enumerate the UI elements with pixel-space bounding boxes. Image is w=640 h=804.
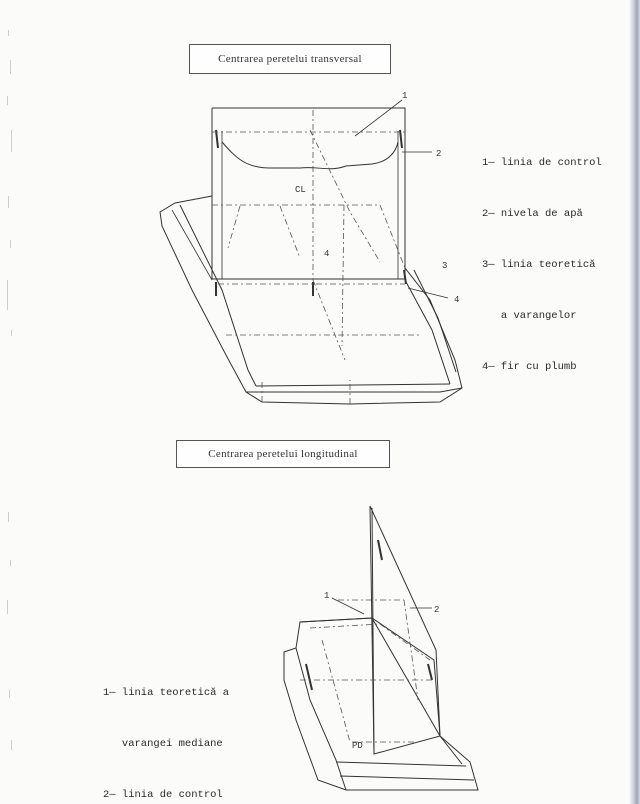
figure1-callout-4-center: 4 (324, 249, 329, 259)
figure1-callout-4: 4 (454, 295, 459, 305)
figure1-legend-item: 3— linia teoretică (482, 259, 596, 271)
figure1-legend-item: 1— linia de control (482, 157, 602, 169)
page-edge-shadow (630, 0, 640, 804)
figure2-callout-2: 2 (434, 605, 439, 615)
figure2-legend-item: varangei mediane (103, 738, 223, 750)
figure2-legend-item: 2— linia de control (103, 789, 223, 801)
scan-margin (2, 0, 18, 804)
figure2-callout-1: 1 (324, 591, 329, 601)
figure1-centerline-mark: CL (295, 185, 306, 195)
scan-speckle-marks (7, 30, 12, 750)
figure2-callout-pd: PD (352, 741, 363, 751)
figure2-caption: Centrarea peretelui longitudinal (176, 440, 390, 468)
figure2-legend-item: 1— linia teoretică a (103, 687, 230, 699)
figure1-legend-item: 4— fir cu plumb (482, 361, 577, 373)
figure1-caption: Centrarea peretelui transversal (189, 44, 391, 74)
figure1-callout-2: 2 (436, 149, 441, 159)
figure1-legend-item: 2— nivela de apă (482, 208, 583, 220)
figure1-legend-item: a varangelor (482, 310, 577, 322)
figure1-callout-3: 3 (442, 261, 447, 271)
figure1-legend: 1— linia de control 2— nivela de apă 3— … (482, 121, 602, 410)
figure1-callout-1: 1 (402, 91, 407, 101)
figure2-legend: 1— linia teoretică a varangei mediane 2—… (103, 651, 229, 804)
